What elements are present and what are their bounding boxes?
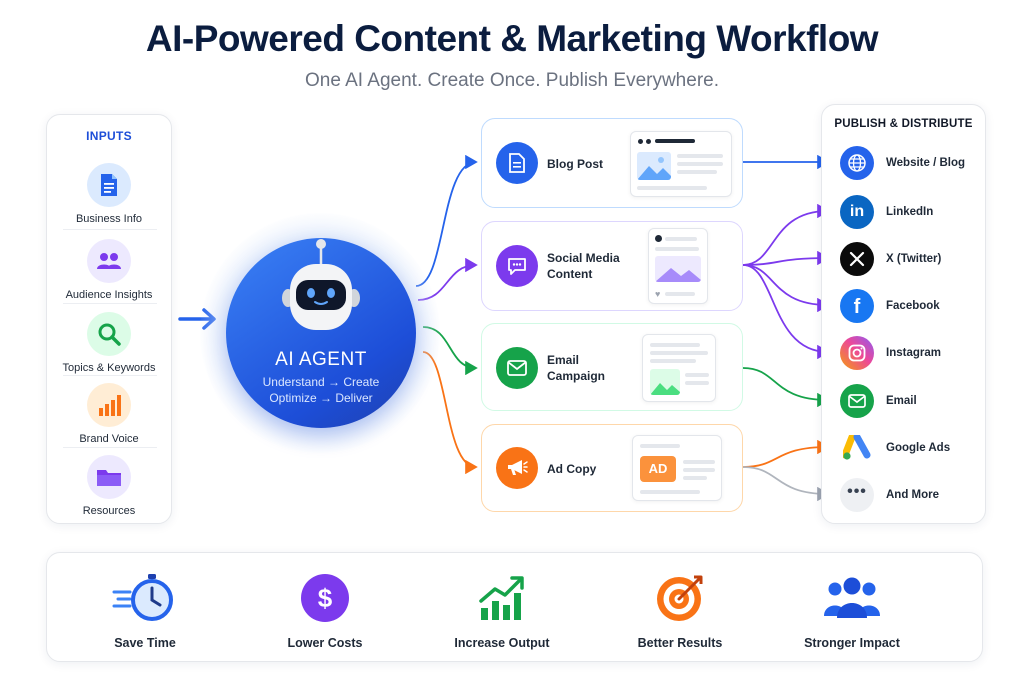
- agent-title: AI AGENT: [275, 349, 367, 370]
- ad-label: Ad Copy: [547, 462, 597, 476]
- channel-x-twitter: X (Twitter): [840, 242, 941, 276]
- instagram-icon: [840, 336, 874, 370]
- channel-label: X (Twitter): [886, 253, 942, 265]
- publish-panel: PUBLISH & DISTRIBUTE Website / Blog in L…: [821, 104, 986, 524]
- channel-label: Facebook: [886, 300, 940, 312]
- social-mockup: ♥: [648, 228, 708, 304]
- channel-label: And More: [886, 489, 940, 501]
- input-label: Topics & Keywords: [62, 362, 156, 374]
- growth-chart-icon: [427, 573, 577, 623]
- globe-icon: [840, 146, 874, 180]
- folder-icon: [87, 455, 131, 499]
- linkedin-icon: in: [840, 195, 874, 229]
- target-icon: [605, 573, 755, 623]
- input-topics-keywords: Topics & Keywords: [47, 312, 171, 374]
- channel-facebook: f Facebook: [840, 289, 940, 323]
- envelope-icon: [496, 347, 538, 389]
- benefit-better-results: Better Results: [605, 573, 755, 650]
- x-icon: [840, 242, 874, 276]
- dollar-icon: $: [250, 573, 400, 623]
- channel-label: Email: [886, 395, 917, 407]
- blog-mockup: [630, 131, 732, 197]
- inputs-panel: INPUTS Business Info Audience Insights T…: [46, 114, 172, 524]
- users-icon: [87, 239, 131, 283]
- page-title: AI-Powered Content & Marketing Workflow: [145, 18, 879, 59]
- blog-label: Blog Post: [547, 157, 603, 171]
- bar-chart-icon: [87, 383, 131, 427]
- megaphone-icon: [496, 447, 538, 489]
- robot-icon: [282, 239, 360, 330]
- channel-label: Website / Blog: [886, 157, 966, 169]
- content-card-email: Email Campaign: [481, 323, 743, 411]
- social-label-line2: Content: [547, 267, 593, 281]
- google-ads-icon: [840, 431, 874, 465]
- benefit-label: Better Results: [637, 636, 723, 650]
- inputs-title: INPUTS: [86, 129, 132, 143]
- benefit-label: Save Time: [114, 636, 176, 650]
- input-resources: Resources: [47, 455, 171, 517]
- document-icon: [496, 142, 538, 184]
- channel-label: Instagram: [886, 347, 941, 359]
- document-icon: [87, 163, 131, 207]
- agent-line-1: Understand → Create: [262, 375, 380, 389]
- input-brand-voice: Brand Voice: [47, 383, 171, 445]
- content-card-social: Social Media Content ♥: [481, 221, 743, 311]
- channel-instagram: Instagram: [840, 336, 941, 370]
- channel-more: ••• And More: [840, 478, 939, 512]
- svg-text:$: $: [318, 583, 333, 613]
- ad-mockup: AD: [632, 435, 722, 501]
- agent-line-2: Optimize → Deliver: [269, 391, 373, 405]
- benefit-label: Stronger Impact: [804, 636, 900, 650]
- email-label-line1: Email: [547, 353, 580, 367]
- input-label: Business Info: [75, 213, 143, 225]
- social-label-line1: Social Media: [547, 251, 620, 265]
- input-business-info: Business Info: [47, 163, 171, 225]
- benefit-label: Increase Output: [454, 636, 550, 650]
- channel-google-ads: Google Ads: [840, 431, 950, 465]
- envelope-icon: [840, 384, 874, 418]
- input-label: Brand Voice: [79, 433, 139, 445]
- benefits-bar: Save Time $ Lower Costs Increase Output …: [46, 552, 983, 662]
- social-label: Social Media Content: [547, 250, 620, 282]
- benefit-label: Lower Costs: [287, 636, 363, 650]
- page-subtitle: One AI Agent. Create Once. Publish Every…: [304, 70, 719, 91]
- ai-agent-node: AI AGENT Understand → Create Optimize → …: [226, 238, 416, 428]
- email-label-line2: Campaign: [547, 369, 606, 383]
- ad-badge: AD: [640, 456, 676, 482]
- channel-website: Website / Blog: [840, 146, 965, 180]
- benefit-save-time: Save Time: [70, 573, 220, 650]
- content-card-blog: Blog Post: [481, 118, 743, 208]
- benefit-stronger-impact: Stronger Impact: [777, 573, 927, 650]
- channel-linkedin: in LinkedIn: [840, 195, 933, 229]
- channel-label: Google Ads: [886, 442, 951, 454]
- chat-bubble-icon: [496, 245, 538, 287]
- channel-label: LinkedIn: [886, 206, 934, 218]
- benefit-increase-output: Increase Output: [427, 573, 577, 650]
- input-label: Resources: [82, 505, 136, 517]
- content-card-ad: Ad Copy AD: [481, 424, 743, 512]
- more-icon: •••: [840, 478, 874, 512]
- channel-email: Email: [840, 384, 917, 418]
- input-label: Audience Insights: [65, 289, 153, 301]
- facebook-icon: f: [840, 289, 874, 323]
- team-icon: [777, 573, 927, 623]
- search-icon: [87, 312, 131, 356]
- input-audience-insights: Audience Insights: [47, 239, 171, 301]
- email-label: Email Campaign: [547, 352, 605, 384]
- publish-title: PUBLISH & DISTRIBUTE: [834, 118, 973, 130]
- stopwatch-icon: [70, 573, 220, 623]
- email-mockup: [642, 334, 716, 402]
- benefit-lower-costs: $ Lower Costs: [250, 573, 400, 650]
